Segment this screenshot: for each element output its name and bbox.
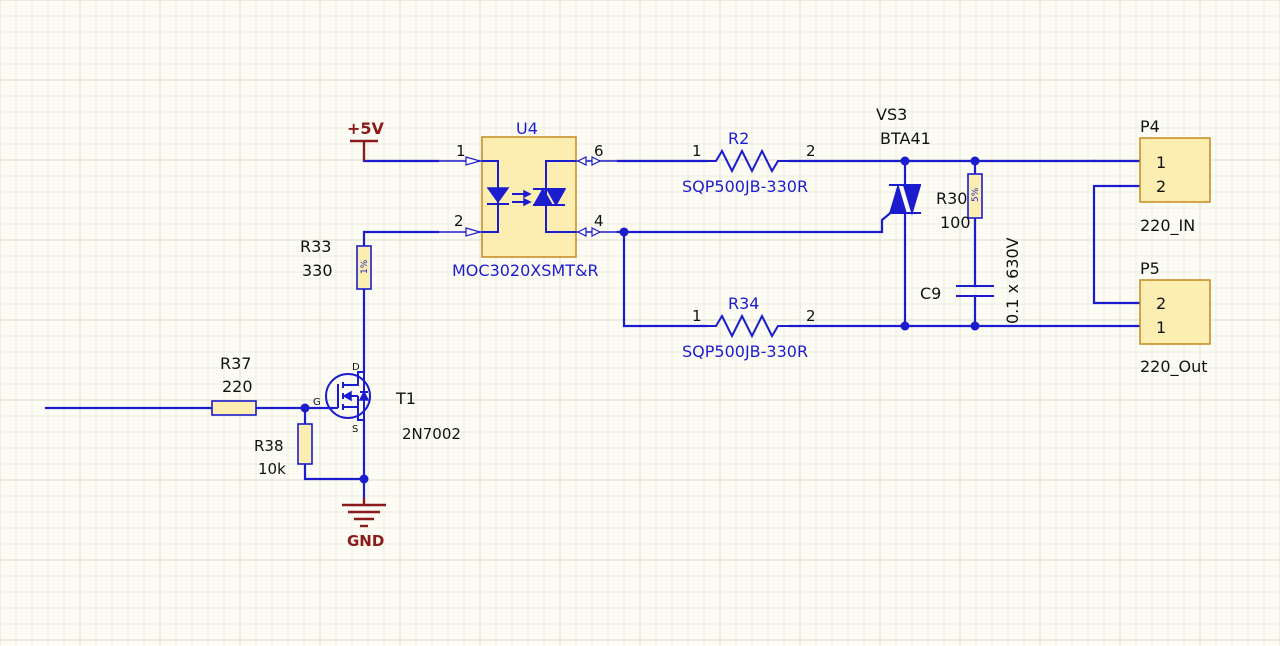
r37-resistor[interactable]: R37 220 [211,354,257,416]
t1-ref: T1 [395,389,416,408]
r33-value: 330 [302,261,333,280]
vs3-value: BTA41 [880,129,931,148]
r30-ref: R30 [936,189,967,208]
r37-value: 220 [222,377,253,396]
wire-r33-u4[interactable] [362,230,440,248]
r33-ref: R33 [300,237,331,256]
vcc-port[interactable]: +5V [347,119,385,161]
r34-ref: R34 [728,294,759,313]
p4-pin-2: 2 [1156,177,1166,196]
p4-name: 220_IN [1140,216,1195,236]
c9-capacitor[interactable]: C9 0.1 x 630V [920,237,1022,324]
gnd-label: GND [347,532,384,550]
junction-dot [970,156,980,166]
vcc-label: +5V [347,119,385,138]
r33-tolerance: 1% [360,259,370,274]
u4-pin4: 4 [594,212,604,230]
r30-resistor[interactable]: 5% R30 100 [936,173,983,232]
t1-mosfet[interactable]: D G S T1 2N7002 [313,362,461,443]
vs3-triac[interactable]: VS3 BTA41 [876,105,931,216]
junction-dot [300,403,310,413]
p5-name: 220_Out [1140,357,1208,377]
p5-pin-2: 2 [1156,294,1166,313]
r30-tolerance: 5% [971,187,981,202]
r2-resistor[interactable]: R2 SQP500JB-330R 1 2 [682,129,816,196]
p4-ref: P4 [1140,117,1160,136]
r34-pin2: 2 [806,307,816,325]
u4-part: MOC3020XSMT&R [452,261,599,280]
p5-pin-1: 1 [1156,318,1166,337]
r37-ref: R37 [220,354,251,373]
junction-dot [619,227,629,237]
p4-pin-1: 1 [1156,153,1166,172]
wires [44,159,1142,500]
gnd-port[interactable]: GND [342,498,386,550]
junction-dot [359,474,369,484]
r38-value: 10k [258,460,286,478]
r2-value: SQP500JB-330R [682,177,808,196]
r34-value: SQP500JB-330R [682,342,808,361]
wire-r38-gnd[interactable] [303,462,366,481]
junction-dot [970,321,980,331]
c9-ref: C9 [920,284,941,303]
junction-dot [900,156,910,166]
t1-drain-label: D [352,362,360,373]
vs3-ref: VS3 [876,105,907,124]
u4-pin6: 6 [594,142,604,160]
t1-source-label: S [352,424,358,435]
p5-connector[interactable]: P5 2 1 220_Out [1139,259,1211,377]
junction-dot [900,321,910,331]
r30-value: 100 [940,213,971,232]
wire-u4-gate[interactable] [616,208,896,234]
t1-gate-label: G [313,397,321,408]
u4-optocoupler[interactable]: U4 MOC3020XSMT&R 1 2 6 4 [438,119,618,280]
r33-resistor[interactable]: 1% R33 330 [300,237,372,290]
r2-ref: R2 [728,129,749,148]
c9-value: 0.1 x 630V [1003,237,1022,324]
u4-pin2: 2 [454,212,464,230]
p4-connector[interactable]: P4 1 2 220_IN [1139,117,1211,236]
wire-p4-2-p5-2[interactable] [1092,184,1142,305]
junctions [300,156,980,484]
r38-resistor[interactable]: R38 10k [254,423,313,478]
r38-ref: R38 [254,437,284,455]
p5-ref: P5 [1140,259,1160,278]
r34-resistor[interactable]: R34 SQP500JB-330R 1 2 [682,294,816,361]
u4-ref: U4 [516,119,538,138]
r2-pin1: 1 [692,142,702,160]
u4-pin1: 1 [456,142,466,160]
t1-part: 2N7002 [402,425,461,443]
r34-pin1: 1 [692,307,702,325]
wire-u4-r34[interactable] [622,230,708,328]
r2-pin2: 2 [806,142,816,160]
